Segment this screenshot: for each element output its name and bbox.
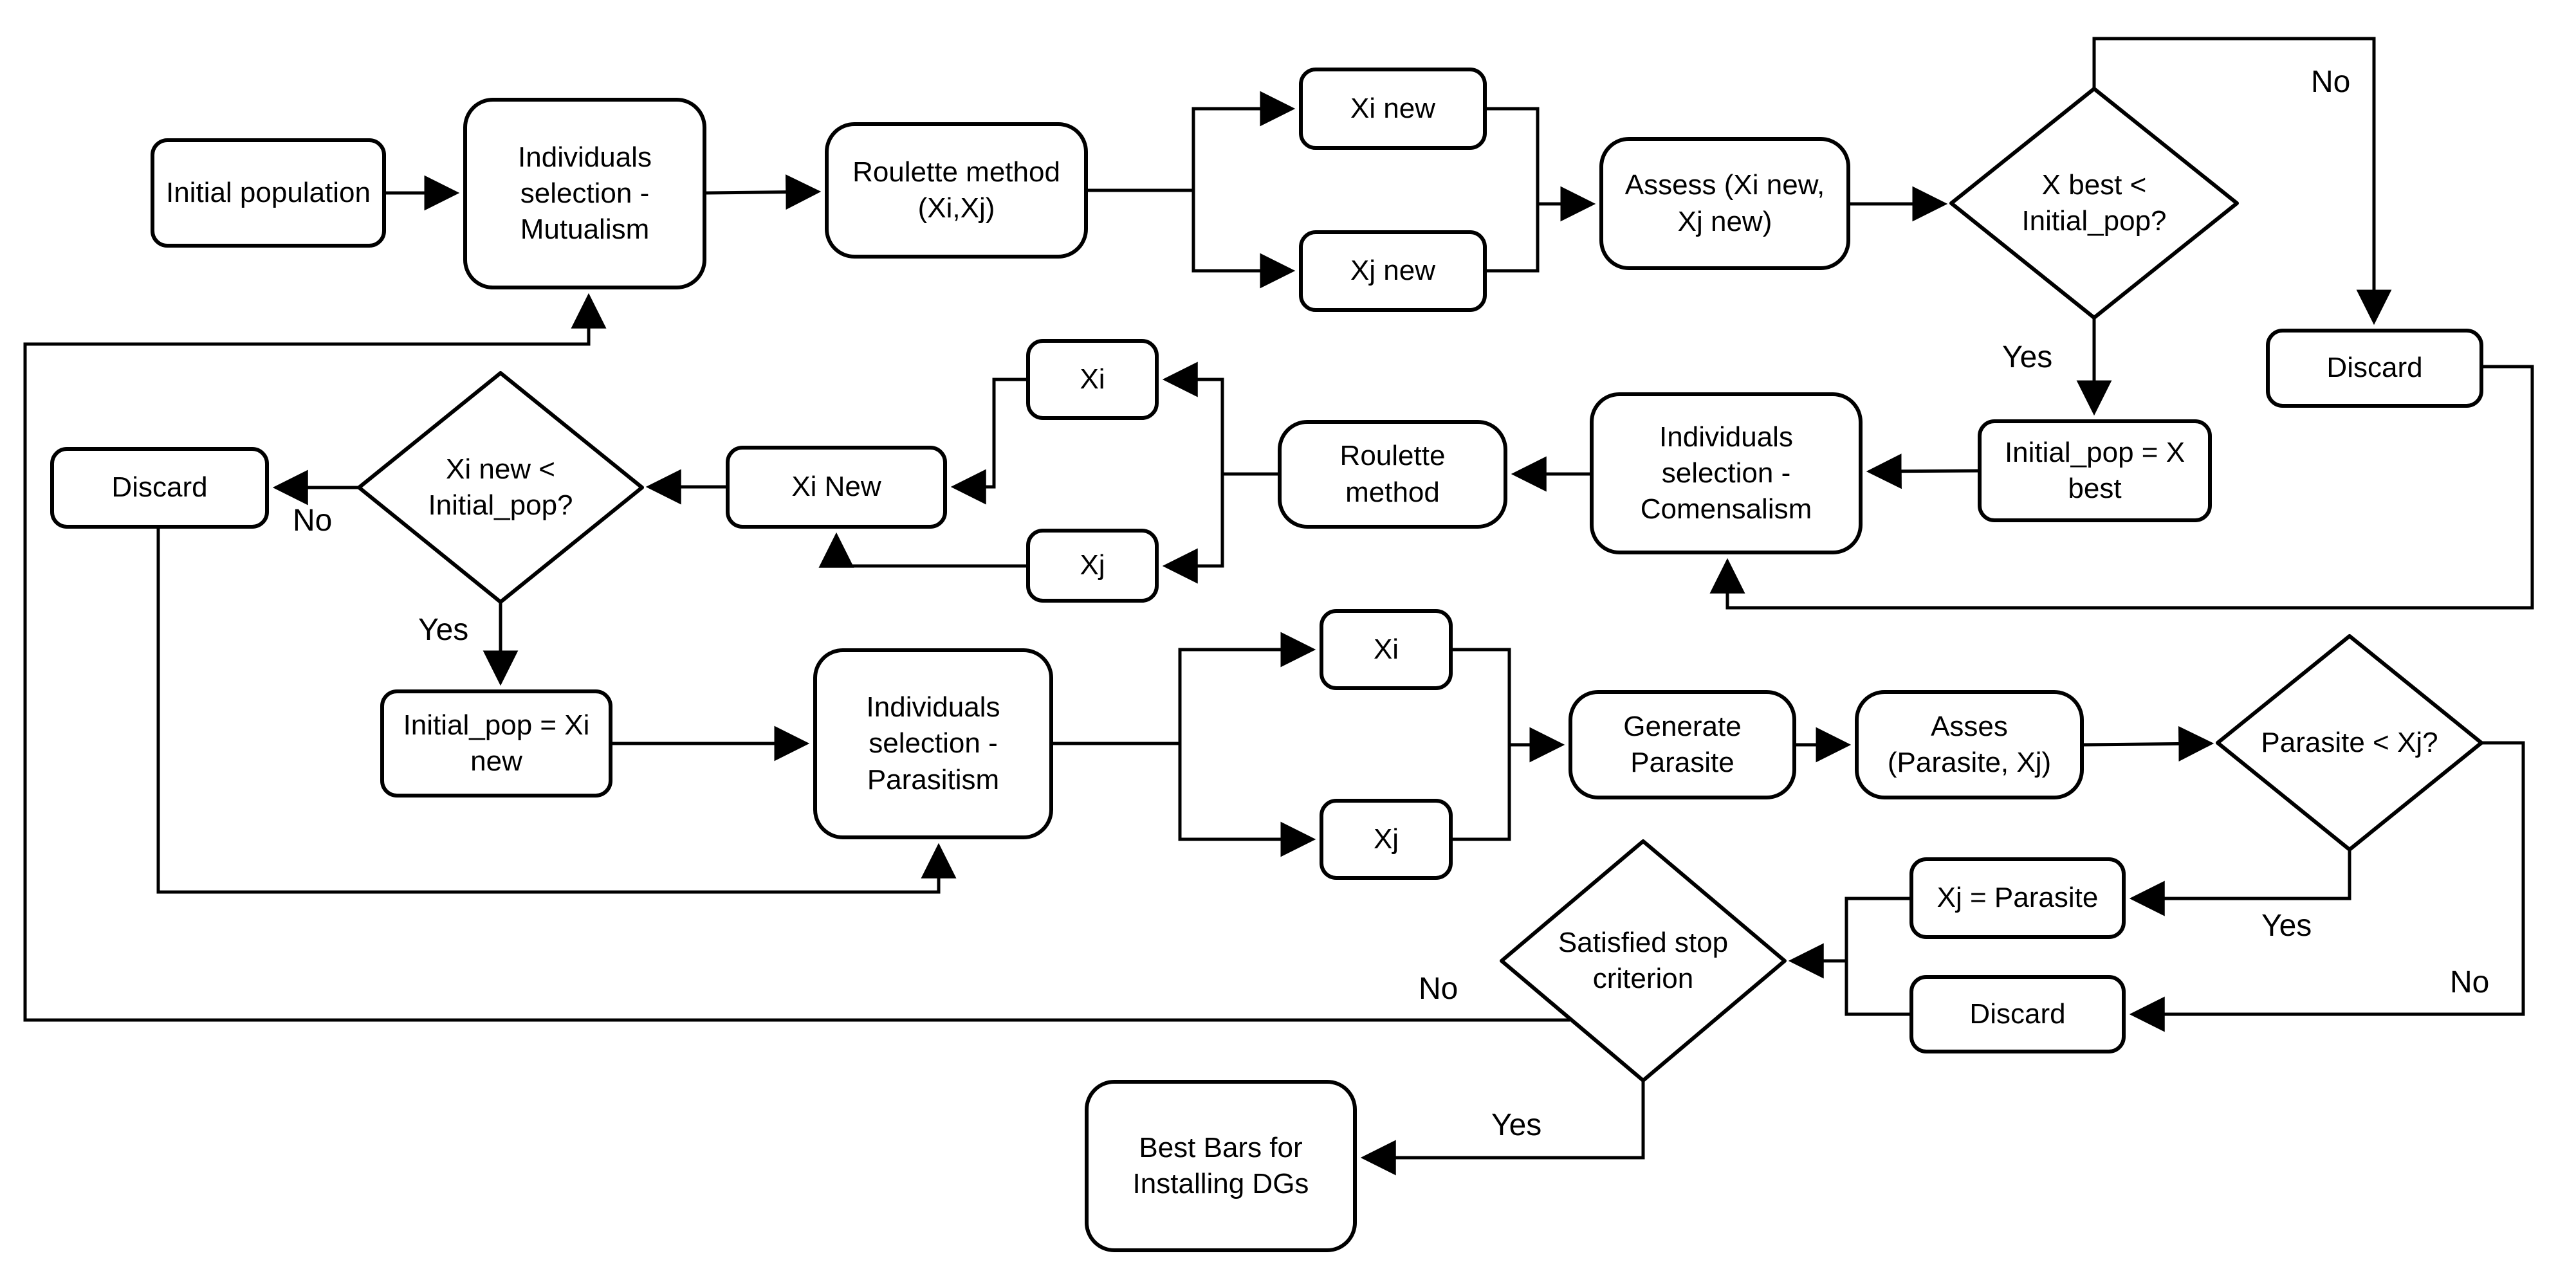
xj-bottom-label: Xj	[1373, 823, 1399, 855]
edge-asses-to-parasite-decision	[2083, 725, 2214, 761]
xj-equals-parasite-label: Xj = Parasite	[1937, 882, 2099, 914]
edge-discardleft-to-parasitism	[156, 529, 957, 894]
x-best-no-label: No	[2311, 65, 2351, 99]
xi-mid-node: Xi	[1026, 339, 1159, 420]
xj-mid-label: Xj	[1080, 549, 1105, 581]
discard-top-right-label: Discard	[2326, 352, 2423, 384]
best-bars-for-installing-dgs-node: Best Bars for Installing DGs	[1085, 1080, 1357, 1252]
edge-stop-no-loop	[23, 293, 1570, 1022]
edge-parasite-no	[2129, 741, 2525, 1032]
xi-bottom-label: Xi	[1373, 633, 1399, 665]
edge-parasite-yes	[2129, 850, 2351, 916]
initial-pop-equals-xi-new-label: Initial_pop = Xi new	[403, 709, 590, 777]
best-bars-for-installing-dgs-label: Best Bars for Installing DGs	[1132, 1131, 1309, 1199]
initial-pop-equals-xi-new-node: Initial_pop = Xi new	[380, 689, 612, 798]
xj-new-top-label: Xj new	[1350, 255, 1436, 287]
edge-roulette2-to-xj	[1162, 474, 1224, 584]
edge-xi-to-xinewmid	[950, 378, 1026, 505]
discard-top-right-node: Discard	[2266, 329, 2483, 408]
individuals-selection-comensalism-node: Individuals selection - Comensalism	[1590, 392, 1863, 554]
individuals-selection-parasitism-node: Individuals selection - Parasitism	[813, 648, 1053, 839]
stop-no-label: No	[1419, 972, 1458, 1006]
parasite-decision-label: Parasite < Xj?	[2261, 726, 2438, 758]
individuals-selection-comensalism-label: Individuals selection - Comensalism	[1640, 421, 1812, 525]
roulette-method-xi-xj-label: Roulette method (Xi,Xj)	[852, 156, 1060, 224]
xj-mid-node: Xj	[1026, 529, 1159, 603]
edge-discardright-to-comensalism	[1709, 365, 2534, 610]
edge-xi-to-generate	[1453, 648, 1565, 763]
edge-mutualism-to-roulette1	[706, 174, 822, 210]
x-best-yes-label: Yes	[2002, 340, 2053, 374]
edge-stop-yes-to-bestbars	[1360, 1080, 1645, 1176]
edge-discardbottom-merge-stop	[1845, 962, 1909, 1016]
xi-new-yes-label: Yes	[418, 613, 469, 647]
generate-parasite-node: Generate Parasite	[1569, 690, 1796, 799]
x-best-decision-shape	[1949, 87, 2239, 320]
xj-equals-parasite-node: Xj = Parasite	[1909, 857, 2126, 939]
roulette-method-label: Roulette method	[1339, 440, 1446, 508]
edge-xinew-to-assess	[1487, 107, 1596, 222]
xi-mid-label: Xi	[1080, 363, 1105, 395]
edge-xj-to-xinewmid	[818, 532, 1026, 568]
assess-xi-new-xj-new-node: Assess (Xi new, Xj new)	[1599, 137, 1850, 270]
xi-new-top-label: Xi new	[1350, 92, 1436, 124]
edge-xjnew-merge	[1487, 205, 1540, 273]
edge-xbest-no-to-discard	[2092, 37, 2392, 325]
edge-parasitism-to-xi	[1053, 632, 1316, 745]
xj-bottom-node: Xj	[1320, 799, 1453, 880]
edge-roulette1-to-xjnew	[1191, 190, 1296, 289]
asses-parasite-xj-label: Asses (Parasite, Xj)	[1887, 710, 2052, 778]
xi-bottom-node: Xi	[1320, 609, 1453, 690]
xi-new-top-node: Xi new	[1299, 68, 1487, 150]
stop-yes-label: Yes	[1491, 1108, 1542, 1142]
initial-population-node: Initial population	[151, 138, 386, 248]
discard-left-label: Discard	[111, 471, 208, 504]
edge-xj-merge-generate	[1453, 746, 1511, 841]
individuals-selection-parasitism-label: Individuals selection - Parasitism	[866, 691, 1000, 796]
xi-new-decision-label: Xi new < Initial_pop?	[428, 453, 573, 521]
assess-xi-new-xj-new-label: Assess (Xi new, Xj new)	[1624, 169, 1825, 237]
roulette-method-node: Roulette method	[1278, 420, 1507, 529]
parasite-no-label: No	[2450, 965, 2490, 999]
parasite-yes-label: Yes	[2261, 909, 2312, 943]
xj-new-top-node: Xj new	[1299, 230, 1487, 312]
asses-parasite-xj-node: Asses (Parasite, Xj)	[1855, 690, 2084, 799]
edge-xjparasite-to-stop	[1788, 897, 1909, 979]
initial-pop-equals-x-best-label: Initial_pop = X best	[2004, 436, 2185, 504]
xi-new-decision-shape	[357, 371, 644, 604]
x-best-decision-label: X best < Initial_pop?	[2021, 169, 2167, 237]
generate-parasite-label: Generate Parasite	[1623, 710, 1742, 778]
xi-new-no-label: No	[293, 504, 333, 538]
discard-left-node: Discard	[50, 447, 269, 529]
xi-new-mid-node: Xi New	[726, 446, 947, 529]
discard-bottom-node: Discard	[1909, 975, 2126, 1053]
edge-roulette2-to-xi	[1162, 361, 1278, 476]
individuals-selection-mutualism-node: Individuals selection - Mutualism	[463, 98, 706, 289]
edge-parasitism-to-xj	[1178, 743, 1316, 857]
individuals-selection-mutualism-label: Individuals selection - Mutualism	[518, 141, 652, 246]
stop-criterion-decision-shape	[1500, 839, 1787, 1082]
parasite-decision-shape	[2216, 634, 2483, 852]
edge-roulette1-to-xinew	[1088, 91, 1296, 192]
initial-population-label: Initial population	[165, 176, 371, 208]
roulette-method-xi-xj-node: Roulette method (Xi,Xj)	[825, 122, 1088, 259]
stop-criterion-decision-label: Satisfied stop criterion	[1558, 926, 1729, 994]
discard-bottom-label: Discard	[1969, 998, 2066, 1030]
initial-pop-equals-x-best-node: Initial_pop = X best	[1978, 419, 2212, 522]
xi-new-mid-label: Xi New	[791, 471, 881, 503]
